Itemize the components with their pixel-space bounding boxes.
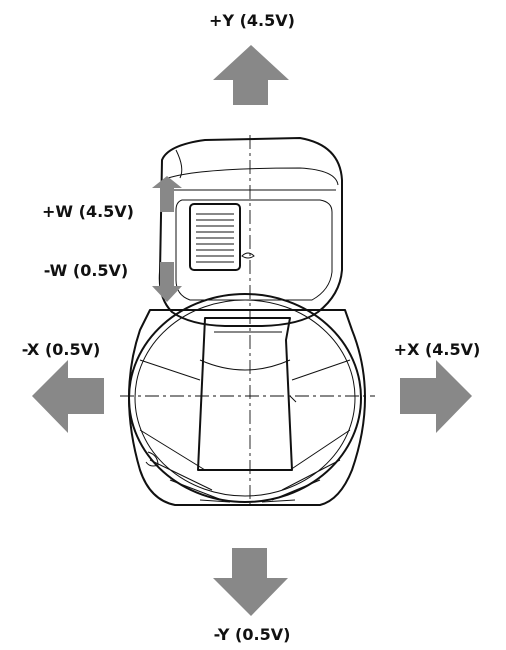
plus-w-label: +W (4.5V) — [42, 202, 134, 221]
joystick-base — [128, 293, 366, 506]
plus-x-label: +X (4.5V) — [394, 340, 481, 359]
minus-w-label: -W (0.5V) — [44, 261, 129, 280]
joystick-grip — [158, 137, 343, 327]
plus-w-arrow-icon — [152, 176, 182, 212]
minus-x-label: -X (0.5V) — [22, 340, 101, 359]
minus-x-arrow-icon — [32, 360, 104, 433]
minus-w-arrow-icon — [152, 262, 182, 302]
plus-y-label: +Y (4.5V) — [209, 11, 295, 30]
minus-y-label: -Y (0.5V) — [214, 625, 291, 644]
thumb-wheel — [189, 203, 241, 271]
plus-y-arrow-icon — [213, 45, 289, 105]
minus-y-arrow-icon — [213, 548, 288, 616]
logo-mark — [241, 252, 255, 259]
joystick-illustration — [120, 135, 375, 510]
plus-x-arrow-icon — [400, 360, 472, 433]
